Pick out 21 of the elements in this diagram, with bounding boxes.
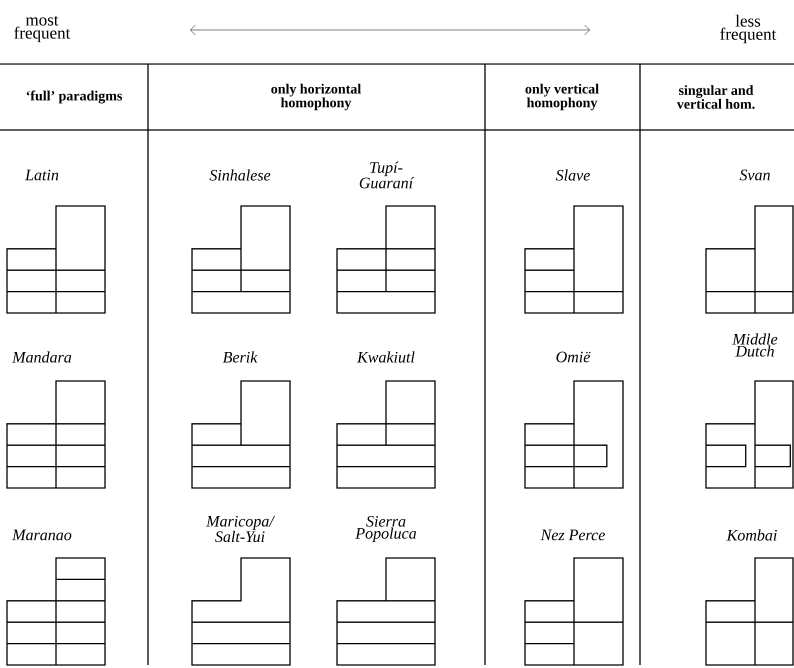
column-header: singular and vertical hom. — [676, 85, 755, 109]
column-header: ‘full’ paradigms — [26, 90, 122, 104]
column-header: only horizontal homophony — [271, 84, 361, 110]
language-name: Tupí-Guaraní — [360, 162, 414, 188]
language-name: Kwakiutl — [356, 351, 415, 363]
language-name: Svan — [740, 170, 770, 180]
language-name: Omië — [556, 352, 590, 362]
column-header: only vertical homophony — [526, 84, 599, 110]
language-name: Sinhalese — [210, 169, 270, 181]
language-name: Kombai — [726, 529, 777, 541]
language-name: Nez Perce — [540, 530, 605, 540]
frequency-label: most frequent — [14, 16, 70, 42]
language-name: Berik — [222, 351, 258, 363]
language-name: Mandara — [12, 351, 72, 363]
language-name: Maricopa/ Salt-Yui — [206, 516, 275, 542]
language-name: Latin — [24, 170, 58, 180]
language-name: Middle Dutch — [732, 333, 778, 357]
language-name: Slave — [556, 169, 590, 181]
language-name: Maranao — [12, 530, 72, 540]
frequency-label: less frequent — [720, 14, 776, 44]
language-name: Sierra Popoluca — [355, 516, 416, 542]
